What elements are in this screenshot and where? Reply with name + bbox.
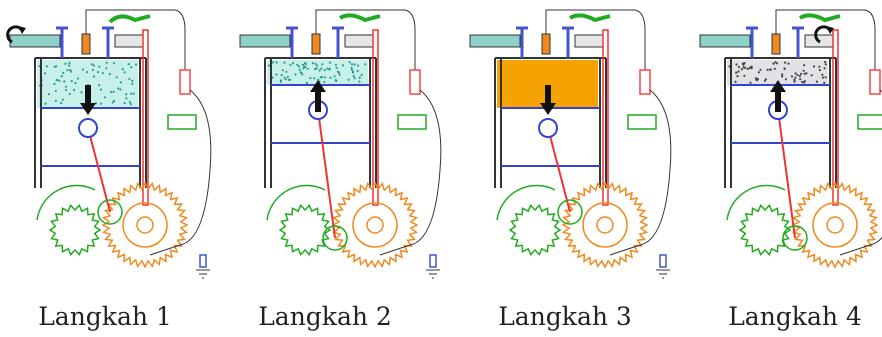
rocker-arm <box>798 13 841 23</box>
crank-gear-center <box>596 216 614 234</box>
piston-pin <box>538 118 558 138</box>
exhaust-valve <box>332 26 344 58</box>
ground-symbol <box>656 269 670 279</box>
connecting-rod <box>317 109 336 239</box>
cylinder-wall <box>724 57 837 188</box>
intake-pipe <box>239 34 291 48</box>
arrow-down-icon <box>80 85 96 115</box>
cam-gear <box>508 204 562 256</box>
battery <box>627 114 657 130</box>
push-rod <box>832 29 839 206</box>
exhaust-valve <box>562 26 574 58</box>
battery <box>397 114 427 130</box>
connecting-rod <box>547 127 571 213</box>
cylinder-wall <box>34 57 147 188</box>
intake-valve <box>746 26 758 58</box>
arrow-up-icon <box>310 80 326 112</box>
arrow-up-icon <box>770 80 786 112</box>
intake-valve <box>56 26 68 58</box>
ignition-wire <box>775 9 876 75</box>
push-rod <box>372 29 379 206</box>
engine-step-4 <box>699 9 882 269</box>
ground-symbol <box>426 269 440 279</box>
distributor <box>429 254 437 268</box>
ignition-wire <box>85 9 186 75</box>
intake-pipe <box>699 34 751 48</box>
crank-gear <box>331 181 419 269</box>
push-rod <box>602 29 609 206</box>
exhaust-valve <box>102 26 114 58</box>
engine-step-1 <box>6 9 212 279</box>
ignition-coil <box>179 69 191 95</box>
spark-plug <box>771 33 781 55</box>
ground-symbol <box>196 269 210 279</box>
crank-gear-hub <box>352 202 398 248</box>
cam-lobe <box>726 184 786 221</box>
crank-gear <box>101 181 189 269</box>
battery <box>857 114 882 130</box>
distributor <box>659 254 667 268</box>
cam-gear <box>48 204 102 256</box>
ignition-coil <box>869 69 881 95</box>
crank-pin <box>782 225 808 251</box>
ground-wire <box>149 89 212 256</box>
spark-plug <box>311 33 321 55</box>
step-label-1: Langkah 1 <box>38 302 172 331</box>
ignition-coil <box>639 69 651 95</box>
rocker-arm <box>108 14 151 24</box>
crank-gear <box>791 181 879 269</box>
step-label-3: Langkah 3 <box>498 302 632 331</box>
crank-pin <box>322 225 348 251</box>
cam-lobe <box>36 184 96 221</box>
exhaust-pipe <box>344 34 374 48</box>
engine-step-3 <box>469 9 672 279</box>
piston-pin <box>78 118 98 138</box>
crank-gear-hub <box>812 202 858 248</box>
connecting-rod <box>777 109 796 239</box>
mixture-particles <box>38 61 138 106</box>
cam-gear <box>738 204 792 256</box>
intake-pipe <box>469 34 521 48</box>
ignition-coil <box>409 69 421 95</box>
battery <box>167 114 197 130</box>
ignition-wire <box>545 9 646 75</box>
rocker-arm <box>338 13 381 23</box>
arrow-down-icon <box>540 85 556 115</box>
mixture-particles <box>268 61 367 85</box>
rocker-arm <box>568 13 611 23</box>
intake-pipe <box>9 34 61 48</box>
crank-gear-center <box>366 216 384 234</box>
crank-gear <box>561 181 649 269</box>
cylinder-wall <box>494 57 607 188</box>
step-label-2: Langkah 2 <box>258 302 392 331</box>
connecting-rod <box>87 127 111 213</box>
intake-valve <box>516 26 528 58</box>
distributor <box>199 254 207 268</box>
exhaust-pipe <box>114 34 144 48</box>
cam-lobe <box>496 184 556 221</box>
cam-lobe <box>266 184 326 221</box>
crank-gear-center <box>136 216 154 234</box>
cylinder-wall <box>264 57 377 188</box>
exhaust-particles <box>728 60 827 84</box>
crank-gear-center <box>826 216 844 234</box>
ground-wire <box>609 89 672 256</box>
ground-wire <box>839 89 882 256</box>
step-label-4: Langkah 4 <box>728 302 862 331</box>
engine-step-2 <box>239 9 442 279</box>
exhaust-pipe <box>574 34 604 48</box>
cam-gear <box>278 204 332 256</box>
spark-plug <box>541 33 551 55</box>
crank-gear-hub <box>122 202 168 248</box>
spark-plug <box>81 33 91 55</box>
crank-pin <box>97 199 123 225</box>
ignition-wire <box>315 9 416 75</box>
push-rod <box>142 29 149 206</box>
exhaust-valve <box>792 26 804 58</box>
intake-valve <box>286 26 298 58</box>
crank-gear-hub <box>582 202 628 248</box>
crank-pin <box>557 199 583 225</box>
ground-wire <box>379 89 442 256</box>
